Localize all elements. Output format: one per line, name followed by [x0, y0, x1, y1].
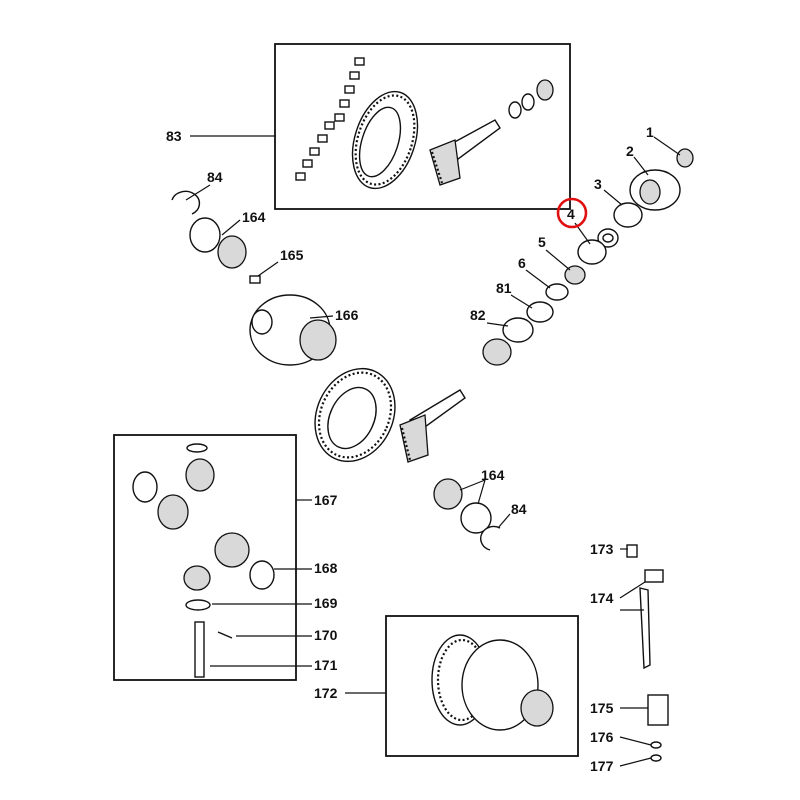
pinion-mate-gear-left	[157, 494, 189, 530]
bearing-cone-left	[217, 235, 247, 269]
callout-84-top: 84	[207, 169, 223, 185]
pinion-mate-shaft	[194, 621, 205, 678]
pinion-nut	[676, 148, 694, 168]
callout-171: 171	[314, 657, 338, 673]
differential-gear-kit-frame	[113, 434, 297, 681]
callout-164-bottom: 164	[481, 467, 505, 483]
callout-164-top: 164	[242, 209, 266, 225]
ring-pinion-set-frame	[274, 43, 571, 210]
callout-174: 174	[590, 590, 614, 606]
bearing-cup-right	[460, 502, 492, 534]
bearing-shim-right	[480, 525, 501, 551]
callout-1: 1	[646, 124, 654, 140]
pinion-seal	[613, 202, 643, 228]
vent-fitting	[626, 544, 638, 558]
leader-lines	[185, 135, 681, 767]
thrust-washer-left	[132, 471, 158, 503]
thrust-washer-right	[249, 560, 275, 590]
slinger	[597, 228, 619, 248]
ring-gear-bolts	[295, 57, 365, 181]
pinion-shims-small	[508, 79, 554, 119]
thrust-washer-top	[186, 443, 208, 453]
callout-3: 3	[594, 176, 602, 192]
callout-175: 175	[590, 700, 614, 716]
highlight-circle-part-4	[556, 197, 588, 229]
callout-2: 2	[626, 143, 634, 159]
callout-170: 170	[314, 627, 338, 643]
callout-81: 81	[496, 280, 512, 296]
callout-82: 82	[470, 307, 486, 323]
bearing-shim-left	[171, 190, 201, 215]
clip-a	[650, 741, 662, 749]
callout-177: 177	[590, 758, 614, 774]
callout-6: 6	[518, 255, 526, 271]
callout-84-bottom: 84	[511, 501, 527, 517]
pinion-shim	[482, 338, 512, 366]
inner-pinion-bearing	[502, 317, 534, 343]
side-gear-bottom	[214, 532, 250, 568]
callout-176: 176	[590, 729, 614, 745]
pinion-mate-shaft-washer	[185, 599, 211, 611]
callout-83: 83	[166, 128, 182, 144]
callout-4: 4	[567, 206, 575, 222]
pinion-flange	[629, 169, 681, 211]
callout-168: 168	[314, 560, 338, 576]
ring-gear-small	[351, 90, 419, 190]
pinion-gear-large	[399, 389, 466, 463]
ring-gear-bolt	[249, 275, 261, 284]
inner-pinion-bearing-cup	[526, 301, 554, 323]
roll-pin	[217, 631, 233, 639]
case-assembly-frame	[385, 615, 579, 757]
outer-pinion-bearing	[564, 265, 586, 285]
bearing-cup-left	[189, 217, 221, 253]
callout-173: 173	[590, 541, 614, 557]
collapsible-spacer	[545, 283, 569, 301]
pinion-gear-small	[429, 119, 501, 186]
callout-165: 165	[280, 247, 304, 263]
differential-case	[249, 294, 337, 366]
differential-case-assembly	[431, 634, 554, 731]
callout-5: 5	[538, 234, 546, 250]
pinion-mate-gear-bottom	[183, 565, 211, 591]
axle-lock-actuator	[639, 569, 664, 670]
clip-b	[650, 754, 662, 762]
callout-169: 169	[314, 595, 338, 611]
callout-172: 172	[314, 685, 338, 701]
callout-167: 167	[314, 492, 338, 508]
ring-gear-large	[314, 367, 396, 463]
side-gear-top	[185, 458, 215, 492]
outer-pinion-bearing-cup	[577, 239, 607, 265]
callout-166: 166	[335, 307, 359, 323]
locker-solenoid	[647, 694, 669, 726]
bearing-cone-right	[433, 478, 463, 510]
